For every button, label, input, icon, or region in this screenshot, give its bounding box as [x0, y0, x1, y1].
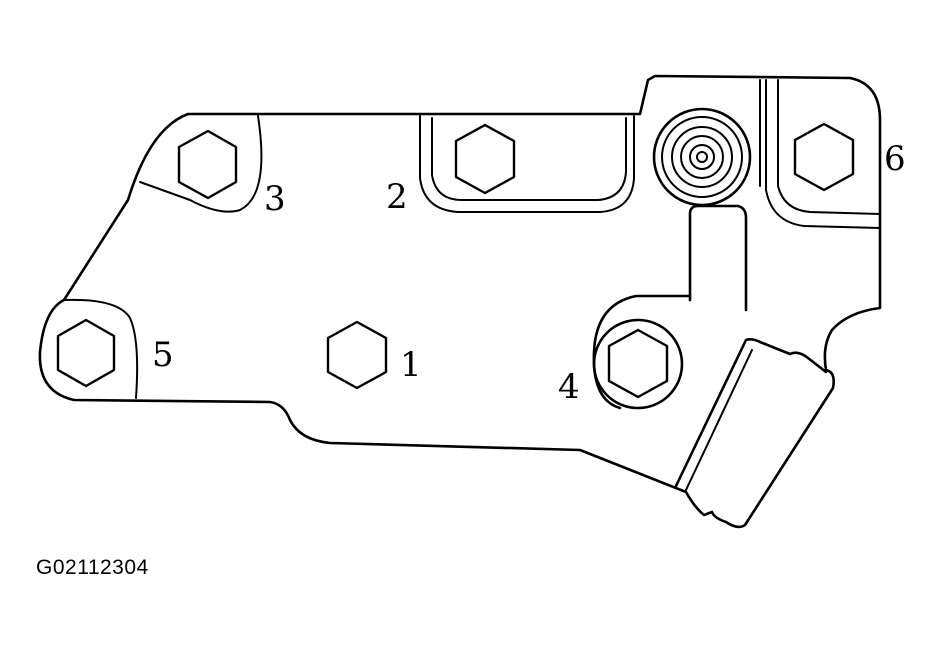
- bolt-2-pocket-outer: [419, 115, 635, 213]
- bolt-6-hex-icon[interactable]: [793, 122, 855, 192]
- bolt-3-hex-icon[interactable]: [177, 129, 238, 200]
- bolt-4-boss: [592, 294, 692, 410]
- bolt-3-boss: [139, 115, 263, 213]
- bolt-6-pocket-outer: [765, 79, 881, 229]
- connector-tab-edge: [685, 349, 753, 491]
- stud-rings: [652, 107, 752, 207]
- bolt-1-hex-icon[interactable]: [326, 320, 388, 390]
- bolt-2-hex-icon[interactable]: [454, 123, 516, 195]
- bolt-6-label: 6: [884, 139, 906, 179]
- bolt-2-label: 2: [386, 177, 408, 217]
- bolt-6-pocket-inner: [777, 79, 881, 215]
- bolt-4-hex-icon[interactable]: [607, 328, 669, 399]
- bolt-1-label: 1: [400, 345, 422, 385]
- bolt-2-pocket-inner: [431, 117, 627, 201]
- bolt-4-label: 4: [558, 367, 580, 407]
- bolt-3-label: 3: [264, 179, 286, 219]
- bracket-outline: [38, 74, 882, 529]
- bolt-4-washer: [592, 318, 684, 410]
- figure-id: G02112304: [36, 556, 149, 579]
- bracket-rib: [688, 204, 748, 312]
- bolt-5-hex-icon[interactable]: [56, 318, 116, 388]
- bolt-5-boss: [63, 298, 139, 399]
- bolt-5-label: 5: [152, 335, 174, 375]
- connector-tab: [674, 338, 828, 488]
